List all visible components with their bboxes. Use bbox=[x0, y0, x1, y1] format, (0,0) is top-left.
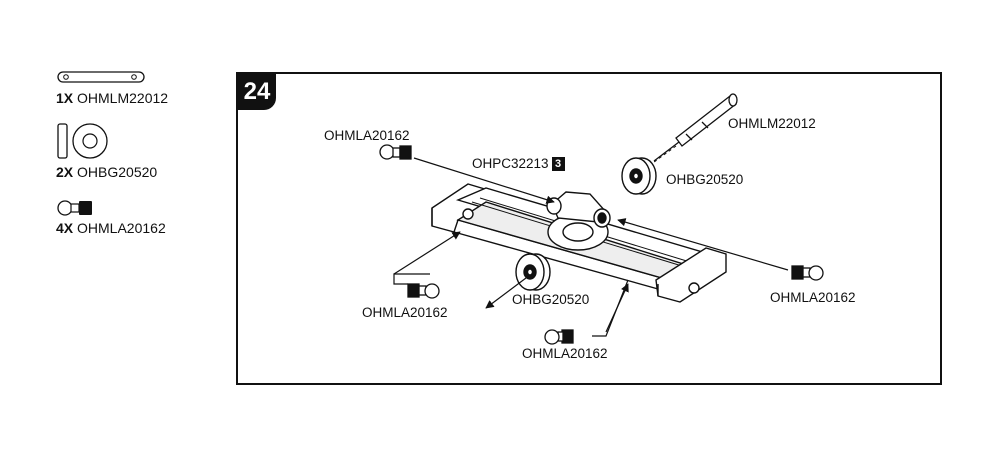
callout-ball-stud-bottom: OHMLA20162 bbox=[522, 346, 608, 361]
callout-ball-stud-top-left: OHMLA20162 bbox=[324, 128, 410, 143]
legend-qty: 2X bbox=[56, 164, 74, 180]
pin-icon bbox=[57, 71, 145, 83]
legend-part-number: OHMLA20162 bbox=[77, 220, 166, 236]
parts-legend: 1X OHMLM22012 2X OHBG20520 4X OHMLA20162 bbox=[56, 66, 236, 246]
callout-pin: OHMLM22012 bbox=[728, 116, 816, 131]
assembly-arrows bbox=[393, 157, 789, 337]
legend-item-ball-stud: 4X OHMLA20162 bbox=[56, 220, 166, 236]
ball-stud-icon bbox=[57, 200, 92, 216]
legend-qty: 4X bbox=[56, 220, 74, 236]
bearing-bottom bbox=[515, 253, 551, 291]
legend-part-number: OHMLM22012 bbox=[77, 90, 169, 106]
bearing-icon bbox=[57, 123, 108, 159]
ball-stud-left bbox=[407, 283, 440, 299]
callout-bearing-bottom: OHBG20520 bbox=[512, 292, 590, 307]
callout-ball-stud-left: OHMLA20162 bbox=[362, 305, 448, 320]
step-frame: 24 bbox=[236, 72, 942, 385]
ball-stud-top-left bbox=[379, 144, 412, 160]
legend-qty: 1X bbox=[56, 90, 74, 106]
center-yoke-part bbox=[546, 191, 611, 251]
callout-bearing-top: OHBG20520 bbox=[666, 172, 744, 187]
ball-stud-right bbox=[791, 265, 824, 281]
hinge-pin bbox=[653, 93, 738, 162]
callout-center-part-number: OHPC32213 bbox=[472, 156, 549, 171]
legend-item-pin: 1X OHMLM22012 bbox=[56, 90, 168, 106]
callout-ball-stud-right: OHMLA20162 bbox=[770, 290, 856, 305]
assembly-diagram bbox=[379, 93, 824, 345]
legend-part-number: OHBG20520 bbox=[77, 164, 158, 180]
legend-item-bearing: 2X OHBG20520 bbox=[56, 164, 157, 180]
step-number: 24 bbox=[238, 74, 276, 110]
ball-stud-bottom bbox=[544, 329, 574, 345]
step-reference-badge: 3 bbox=[551, 157, 565, 171]
bearing-top bbox=[621, 157, 657, 195]
